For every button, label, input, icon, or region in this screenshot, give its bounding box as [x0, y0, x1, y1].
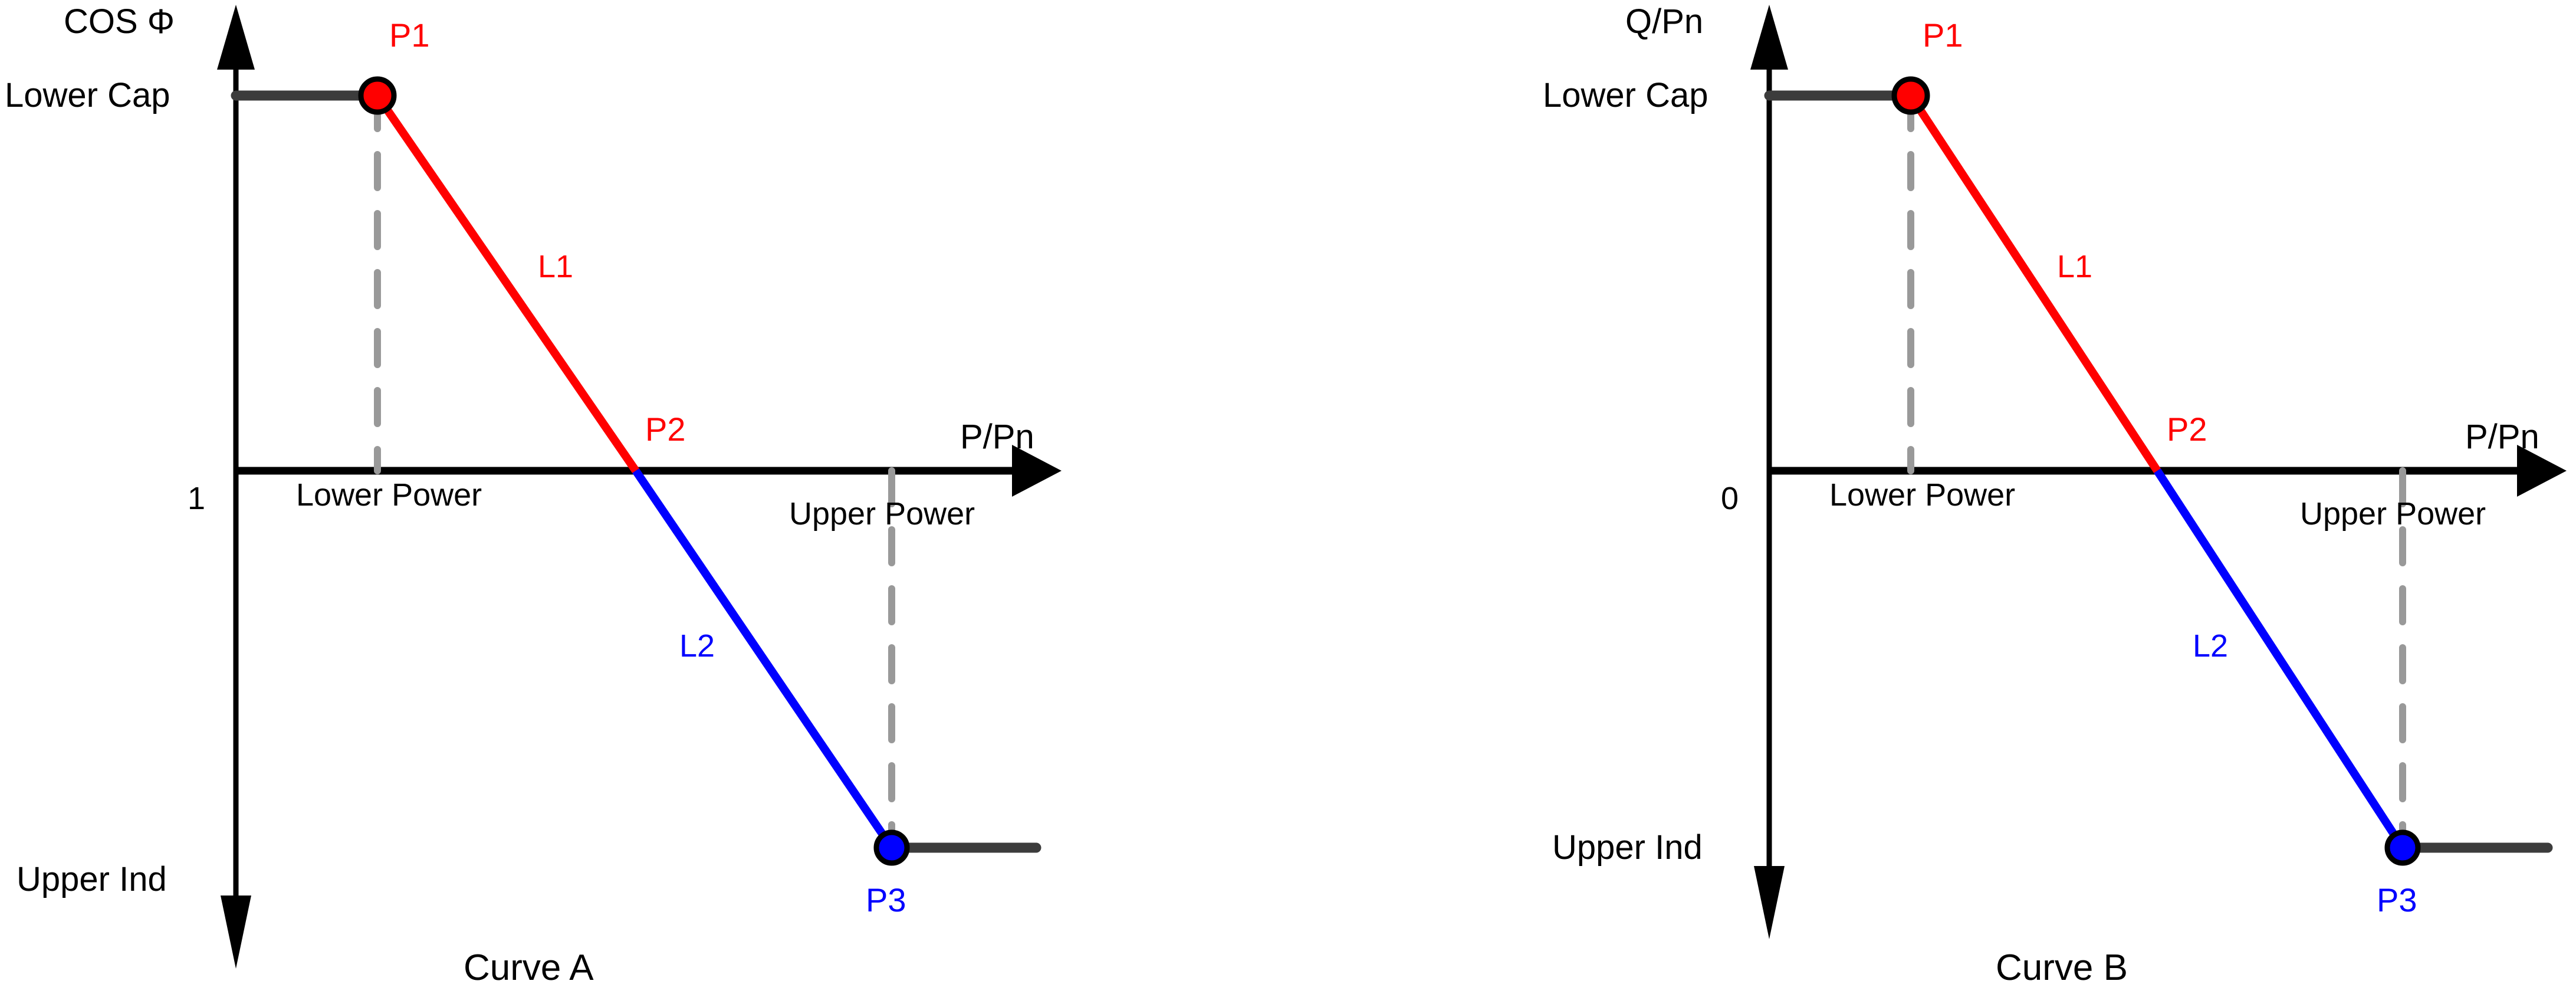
point-label-p1: P1	[389, 17, 430, 54]
point-p1-marker	[1891, 76, 1930, 115]
x-axis-title: P/Pn	[2465, 418, 2539, 456]
label-upper-power: Upper Power	[2300, 496, 2486, 532]
origin-tick-label: 0	[1721, 481, 1739, 516]
x-axis-arrow-right	[1012, 445, 1062, 497]
y-axis-title: Q/Pn	[1625, 2, 1704, 41]
curve-a-plot	[217, 5, 1062, 969]
y-label-upper-ind: Upper Ind	[1552, 828, 1703, 867]
label-lower-power: Lower Power	[1829, 477, 2016, 513]
y-label-lower-cap: Lower Cap	[1543, 76, 1708, 114]
y-axis-arrow-down	[1754, 866, 1785, 939]
point-p1-marker	[358, 76, 397, 115]
label-lower-power: Lower Power	[296, 477, 482, 513]
chart-caption: Curve B	[1996, 947, 2128, 988]
origin-tick-label: 1	[188, 481, 206, 516]
segment-label-l2: L2	[679, 628, 715, 664]
segment-label-l1: L1	[2057, 249, 2093, 284]
chart-caption: Curve A	[464, 947, 594, 988]
segment-l2	[2154, 468, 2406, 850]
segment-l2	[632, 468, 895, 850]
chart-curve-b: Q/Pn P/Pn Lower Cap Upper Ind 0 Lower Po…	[1288, 0, 2576, 1007]
x-axis-arrow-right	[2517, 445, 2567, 497]
y-axis-arrow-down	[221, 896, 251, 969]
point-label-p2: P2	[645, 411, 686, 448]
y-axis-title: COS Φ	[64, 2, 175, 41]
point-label-p3: P3	[2377, 881, 2417, 919]
y-axis-arrow-up	[217, 5, 255, 70]
point-label-p2: P2	[2167, 411, 2207, 448]
y-axis-arrow-up	[1750, 5, 1788, 70]
segment-l1	[374, 93, 639, 473]
x-axis-title: P/Pn	[960, 418, 1034, 456]
y-label-lower-cap: Lower Cap	[5, 76, 170, 114]
point-label-p3: P3	[866, 881, 906, 919]
segment-l1	[1907, 93, 2161, 473]
point-label-p1: P1	[1923, 17, 1963, 54]
segment-label-l1: L1	[538, 249, 574, 284]
chart-curve-a: COS Φ P/Pn Lower Cap Upper Ind 1 Lower P…	[5, 2, 1062, 988]
curve-b-plot	[1750, 5, 2567, 939]
label-upper-power: Upper Power	[789, 496, 975, 532]
y-label-upper-ind: Upper Ind	[17, 860, 167, 898]
point-p3-marker	[2384, 829, 2421, 866]
segment-label-l2: L2	[2193, 628, 2229, 664]
point-p3-marker	[873, 829, 910, 866]
